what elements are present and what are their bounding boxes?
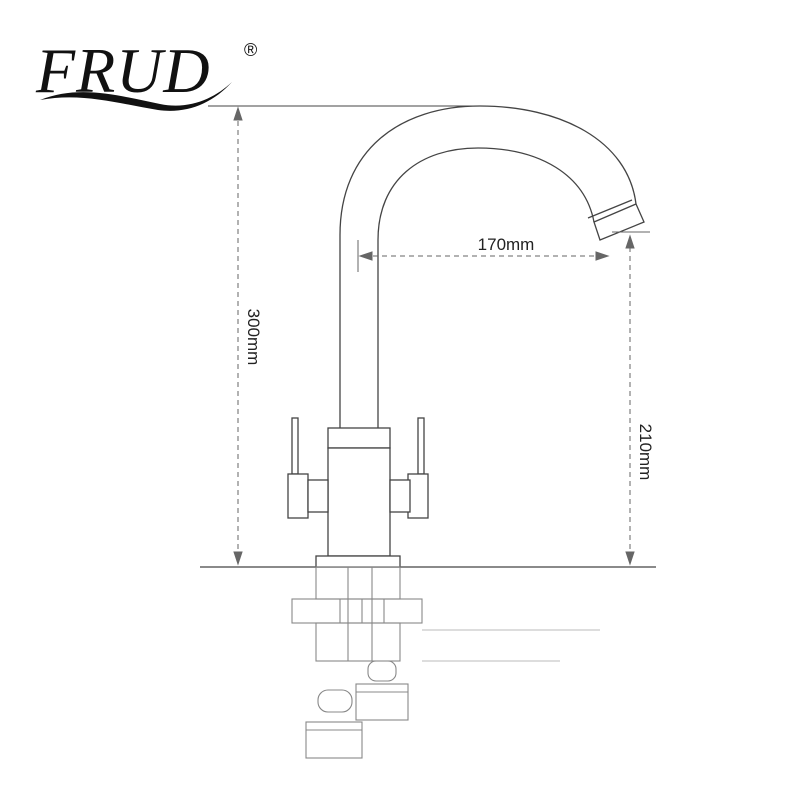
dimension-spout-height	[612, 231, 650, 566]
right-handle-stem	[389, 479, 411, 513]
right-handle-block	[407, 473, 429, 519]
right-handle-lever	[417, 417, 425, 475]
dimension-spout-reach-label: 170mm	[478, 235, 535, 254]
spout-inner	[377, 147, 595, 428]
body-main	[327, 447, 391, 557]
dimension-total-height-label: 300mm	[244, 309, 263, 366]
body-collar	[327, 427, 391, 449]
dimension-spout-reach	[357, 240, 610, 272]
brand-logo: FRUD ®	[35, 35, 257, 111]
faucet-body	[287, 105, 645, 568]
registered-mark: ®	[244, 40, 257, 60]
spout-outer	[339, 105, 637, 428]
dimension-total-height	[208, 105, 482, 566]
logo-swoosh	[40, 82, 232, 111]
body-base	[315, 555, 401, 568]
left-handle-lever	[291, 417, 299, 475]
left-handle-stem	[307, 479, 329, 513]
dimension-spout-height-label: 210mm	[636, 424, 655, 481]
left-handle-block	[287, 473, 309, 519]
spout-nozzle	[593, 203, 645, 241]
under-counter-fittings	[291, 566, 600, 759]
